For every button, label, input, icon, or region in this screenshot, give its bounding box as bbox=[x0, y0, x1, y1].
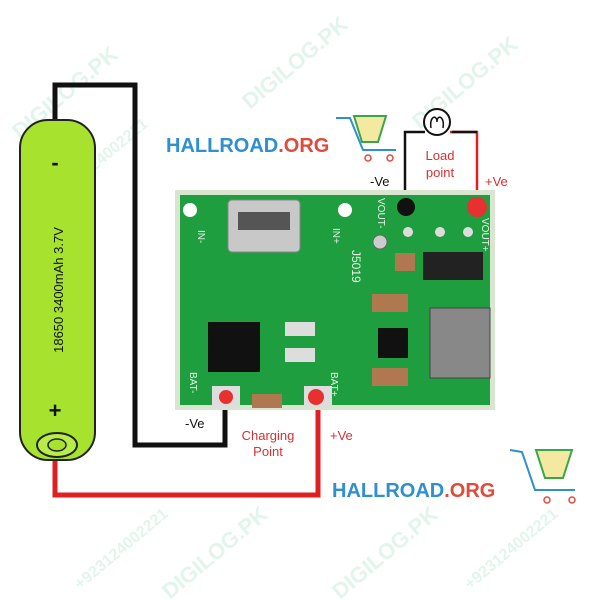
charging-label-line2: Point bbox=[253, 444, 283, 459]
hallroad-logo: HALLROAD.ORG bbox=[332, 449, 576, 504]
load-neg-label: -Ve bbox=[370, 174, 390, 189]
battery-positive-wire bbox=[52, 398, 321, 498]
load-positive-point bbox=[467, 197, 487, 217]
svg-text:J5019: J5019 bbox=[349, 250, 363, 283]
svg-text:+923124002221: +923124002221 bbox=[72, 505, 172, 593]
svg-text:DIGILOG.PK: DIGILOG.PK bbox=[157, 501, 272, 600]
battery-label: 18650 3400mAh 3.7V bbox=[51, 227, 66, 353]
load-label-line2: point bbox=[426, 165, 455, 180]
pcb-board: IN- IN+ J5019 VOUT- VOUT+ BAT- BAT+ bbox=[175, 190, 495, 410]
charge-pos-label: +Ve bbox=[330, 428, 353, 443]
battery-minus-label: - bbox=[51, 150, 58, 175]
svg-text:BAT+: BAT+ bbox=[328, 372, 339, 397]
svg-text:HALLROAD.ORG: HALLROAD.ORG bbox=[166, 135, 329, 157]
charge-positive-point bbox=[308, 389, 324, 405]
load-pos-label: +Ve bbox=[485, 174, 508, 189]
load-label: Load bbox=[426, 148, 455, 163]
svg-text:BAT-: BAT- bbox=[187, 372, 198, 393]
charge-negative-point bbox=[219, 390, 233, 404]
svg-text:DIGILOG.PK: DIGILOG.PK bbox=[327, 501, 442, 600]
svg-text:IN+: IN+ bbox=[330, 228, 341, 244]
load-negative-point bbox=[397, 198, 415, 216]
svg-text:IN-: IN- bbox=[195, 230, 206, 243]
svg-text:HALLROAD.ORG: HALLROAD.ORG bbox=[332, 480, 495, 502]
svg-text:DIGILOG.PK: DIGILOG.PK bbox=[237, 11, 352, 114]
charging-label: Charging bbox=[242, 428, 295, 443]
charge-neg-label: -Ve bbox=[185, 416, 205, 431]
svg-text:VOUT+: VOUT+ bbox=[479, 218, 490, 252]
svg-text:VOUT-: VOUT- bbox=[375, 198, 386, 229]
bulb-icon bbox=[423, 108, 451, 136]
battery-plus-label: + bbox=[49, 398, 62, 423]
silkscreen-labels: IN- IN+ J5019 VOUT- VOUT+ BAT- BAT+ bbox=[187, 198, 490, 397]
svg-text:+923124002221: +923124002221 bbox=[462, 505, 562, 593]
battery-negative-wire bbox=[52, 82, 228, 448]
cart-icon bbox=[509, 449, 576, 504]
hallroad-logo: HALLROAD.ORG bbox=[166, 115, 396, 162]
battery: - + 18650 3400mAh 3.7V bbox=[19, 119, 96, 461]
load-negative-wire bbox=[403, 130, 425, 205]
cart-icon bbox=[336, 115, 396, 162]
